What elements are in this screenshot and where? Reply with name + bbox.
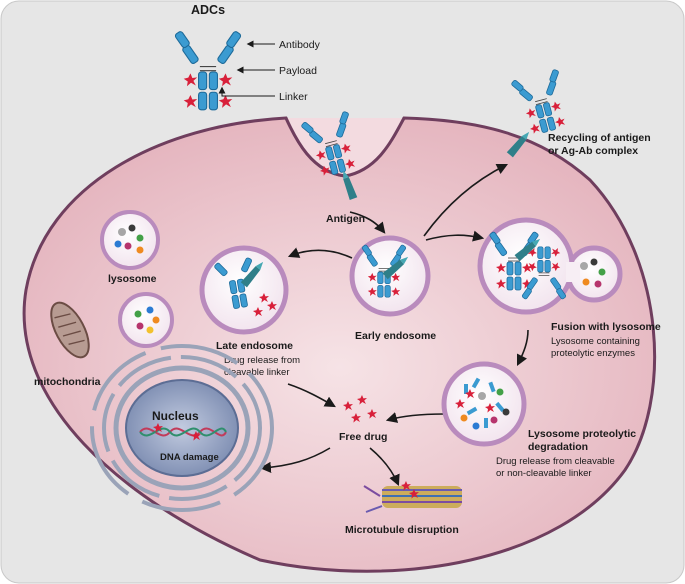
fusion-endosome	[477, 217, 623, 315]
label-microtubule: Microtubule disruption	[345, 524, 459, 536]
label-recycling-1: Recycling of antigen	[548, 132, 651, 144]
label-antigen: Antigen	[326, 213, 365, 225]
arrow-late-to-free-drug	[287, 383, 336, 408]
arrow-free-drug-to-microtubule	[369, 447, 400, 487]
label-fusion-sub-2: proteolytic enzymes	[551, 348, 635, 359]
label-late-endosome-sub-2: cleavable linker	[224, 367, 289, 378]
arrow-to-fusion	[425, 230, 485, 242]
nucleus-with-er	[90, 344, 274, 512]
label-degradation-sub-2: or non-cleavable linker	[496, 468, 592, 479]
label-lysosome: lysosome	[108, 273, 157, 285]
mitochondria-organelle	[50, 301, 90, 359]
label-mitochondria: mitochondria	[34, 376, 101, 388]
arrow-antigen-to-early	[349, 211, 386, 234]
label-fusion: Fusion with lysosome	[551, 321, 661, 333]
late-endosome	[199, 245, 289, 335]
diagram-title: ADCs	[191, 3, 225, 17]
arrow-degradation-to-free-drug	[385, 412, 445, 423]
label-early-endosome: Early endosome	[355, 330, 436, 342]
degradation-lysosome	[441, 361, 527, 447]
label-degradation-2: degradation	[528, 441, 588, 453]
lysosome-upper	[100, 210, 160, 270]
label-fusion-sub-1: Lysosome containing	[551, 336, 640, 347]
arrow-free-drug-to-nucleus	[259, 447, 331, 473]
label-degradation-1: Lysosome proteolytic	[528, 428, 636, 440]
label-degradation-sub-1: Drug release from cleavable	[496, 456, 615, 467]
linker-pointer	[218, 86, 275, 97]
label-recycling-2: or Ag-Ab complex	[548, 145, 638, 157]
microtubule-bundle	[363, 481, 462, 513]
label-nucleus: Nucleus	[152, 409, 199, 423]
legend-linker: Linker	[279, 91, 308, 103]
label-late-endosome: Late endosome	[216, 340, 293, 352]
legend-payload: Payload	[279, 65, 317, 77]
label-dna-damage: DNA damage	[160, 452, 219, 463]
arrow-to-late-endosome	[287, 247, 353, 259]
early-endosome	[349, 235, 431, 317]
arrow-to-degradation	[516, 329, 529, 367]
legend-antibody: Antibody	[279, 39, 321, 51]
lysosome-lower	[118, 292, 174, 348]
label-late-endosome-sub-1: Drug release from	[224, 355, 300, 366]
arrow-to-recycling	[423, 163, 509, 237]
label-free-drug: Free drug	[339, 431, 387, 443]
